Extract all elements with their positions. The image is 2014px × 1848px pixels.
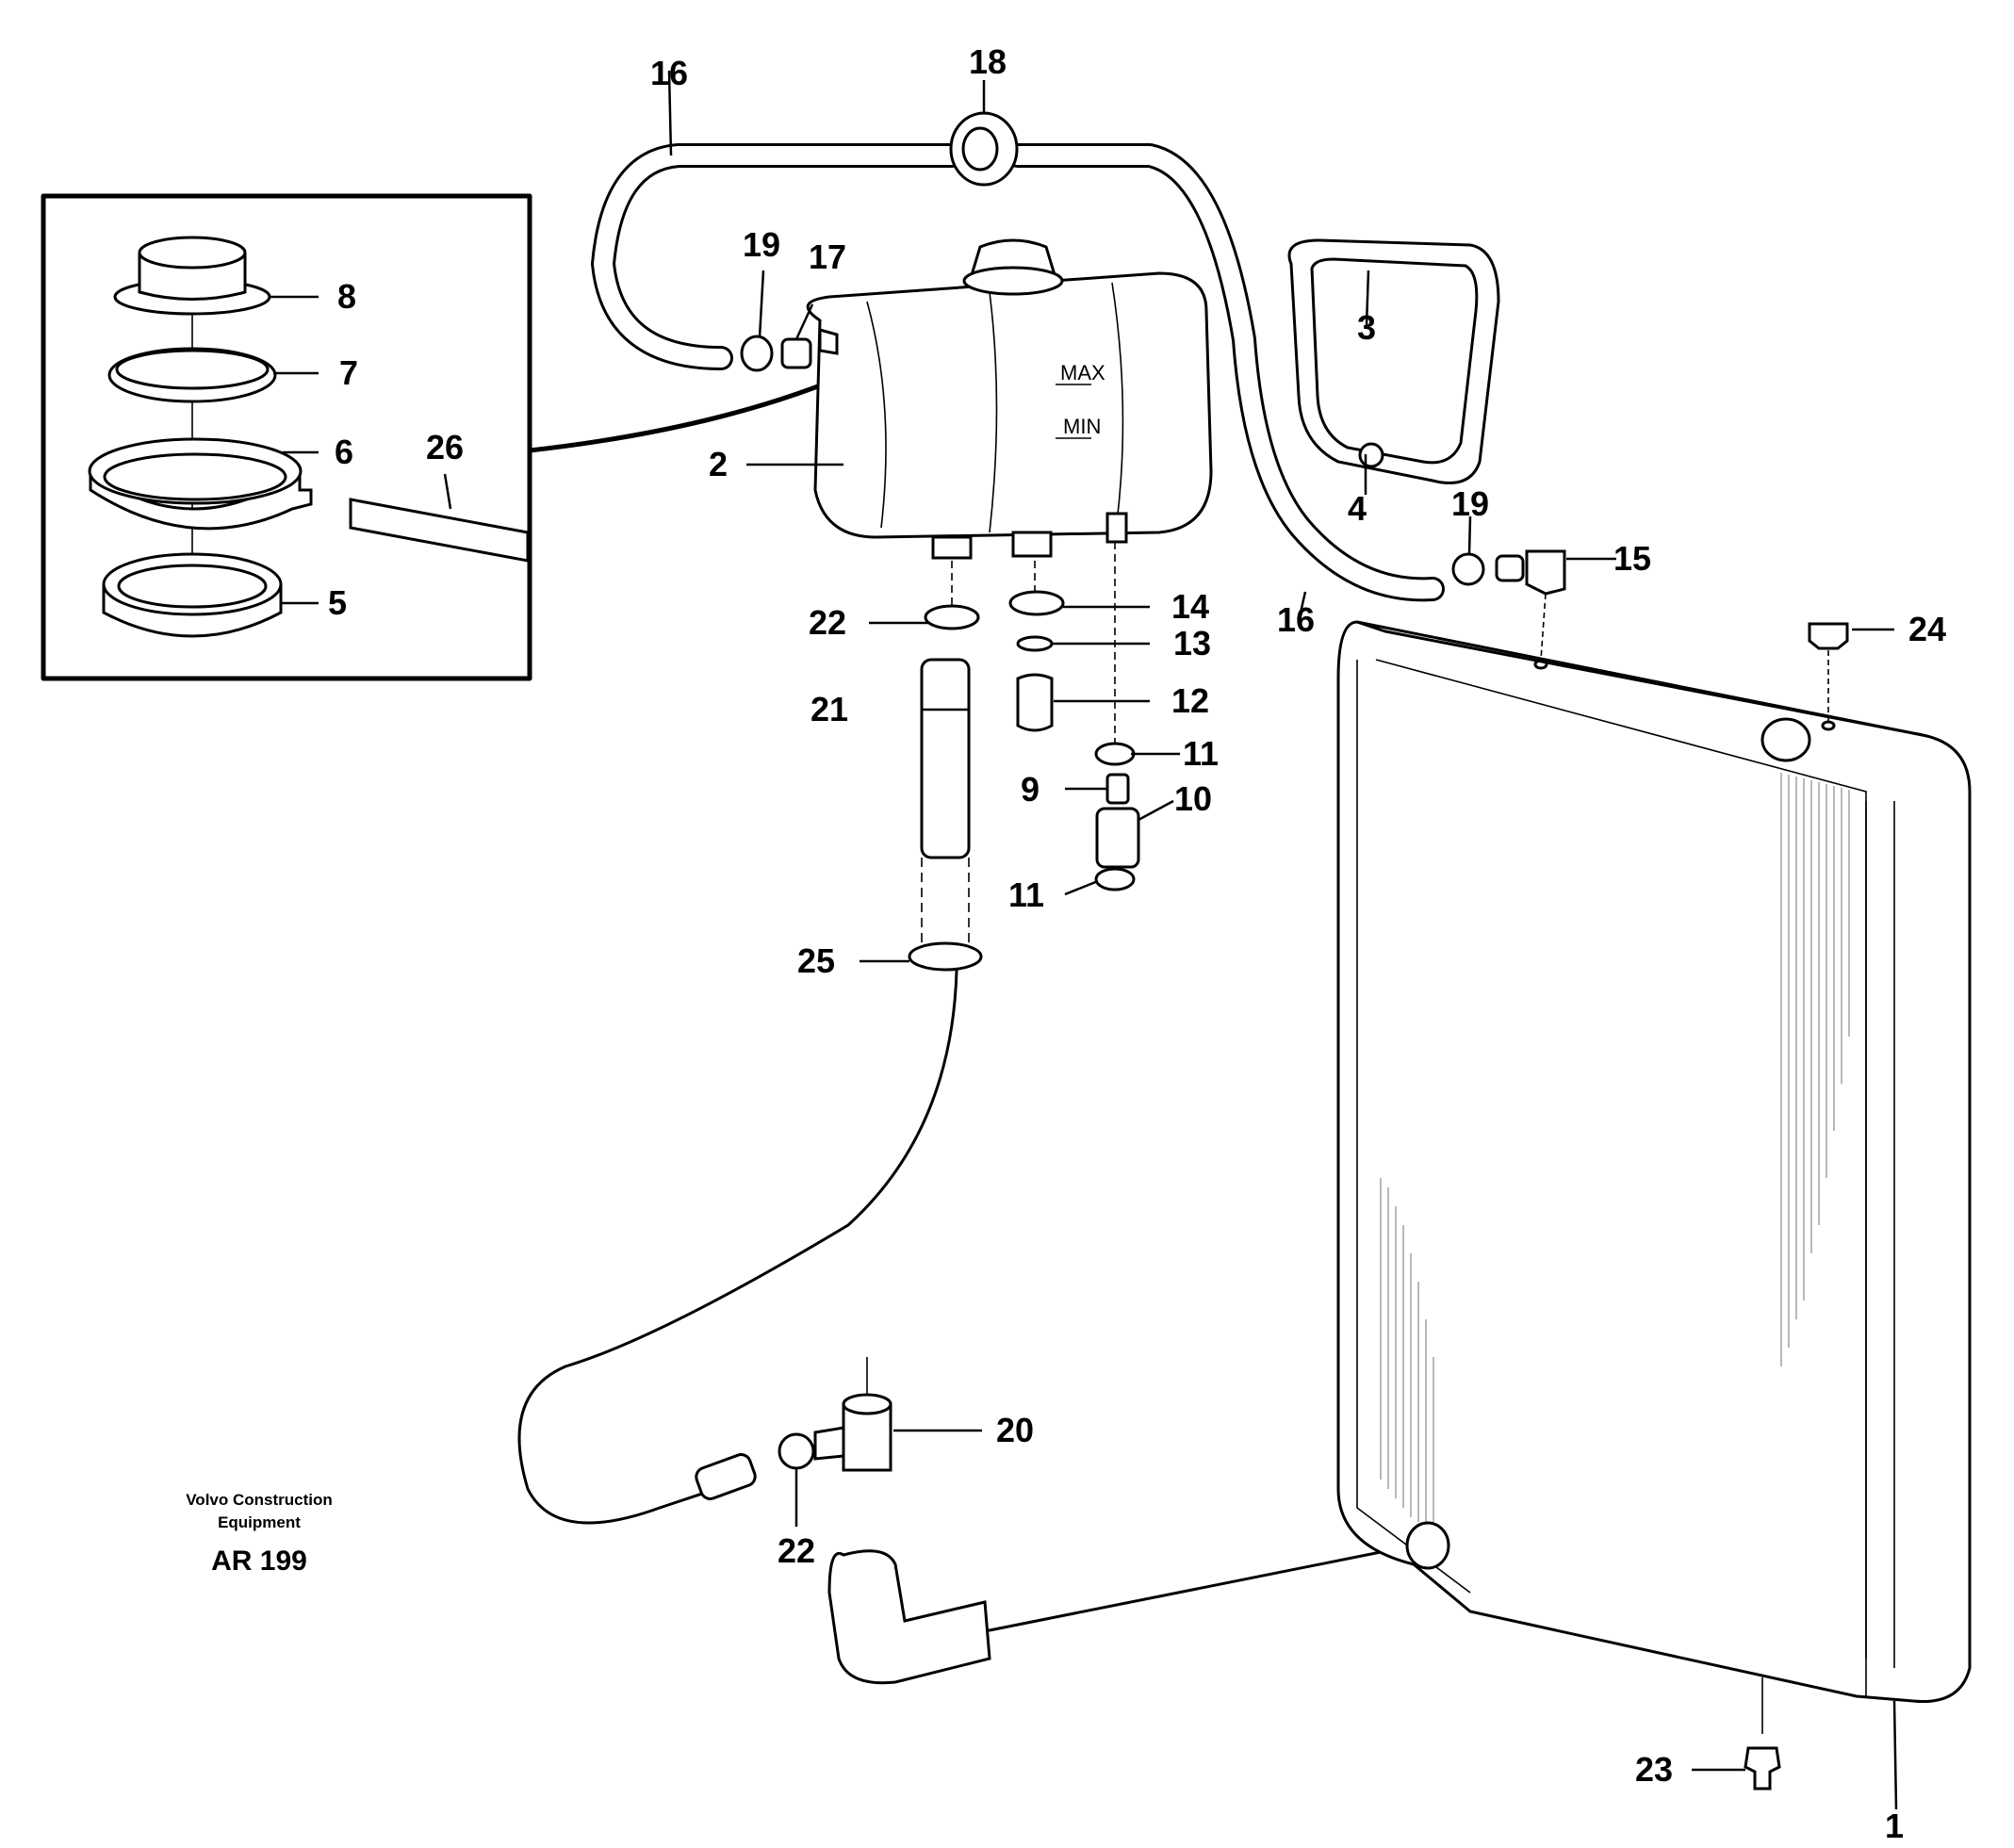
callout-13: 13	[1173, 624, 1211, 662]
callout-19-right: 19	[1451, 484, 1489, 523]
callout-24: 24	[1908, 610, 1946, 648]
callout-6: 6	[335, 433, 353, 471]
callout-4: 4	[1348, 489, 1367, 528]
max-mark: MAX	[1060, 361, 1105, 384]
radiator	[1336, 620, 1972, 1734]
callout-25: 25	[797, 941, 835, 980]
publisher-name: Volvo Construction	[186, 1491, 333, 1509]
lower-ring-part	[102, 552, 283, 638]
connector-nipple	[780, 337, 812, 369]
grommet-part	[949, 111, 1019, 187]
tee-fitting	[778, 1357, 892, 1472]
illustration-reference-code: AR 199	[211, 1545, 307, 1577]
strap-nut	[1358, 442, 1384, 468]
callout-16-top: 16	[650, 54, 688, 92]
callout-23: 23	[1635, 1750, 1673, 1789]
flange-part	[88, 437, 313, 531]
callout-15: 15	[1613, 539, 1651, 578]
callout-26: 26	[426, 428, 464, 466]
detail-inset	[41, 193, 532, 681]
callout-18: 18	[969, 42, 1007, 81]
callout-17: 17	[809, 237, 846, 276]
callout-7: 7	[339, 353, 358, 392]
drain-plug-part	[1744, 1746, 1781, 1791]
feed-hose-assembly	[517, 658, 983, 1525]
publisher-name-line2: Equipment	[218, 1513, 301, 1531]
callout-11-lower: 11	[1008, 875, 1044, 914]
callout-labels: 1 2 3 4 5 6 7 8 9 10 11 11 12 13 14 15 1…	[328, 42, 1946, 1845]
callout-1: 1	[1885, 1807, 1904, 1845]
callout-8: 8	[337, 277, 356, 316]
callout-11-upper: 11	[1183, 734, 1219, 773]
seal-ring-part	[107, 347, 277, 403]
callout-16-right: 16	[1277, 600, 1315, 639]
radiator-core-fins	[1380, 773, 1850, 1531]
callout-2: 2	[709, 445, 728, 483]
expansion-tank: MAX MIN	[806, 238, 1213, 560]
callout-10: 10	[1174, 779, 1212, 818]
callout-22-lower: 22	[778, 1531, 815, 1570]
upper-vent-hose	[591, 111, 1445, 602]
filler-cap-part	[113, 236, 271, 316]
leader-lines	[270, 70, 1898, 1810]
callout-21: 21	[811, 690, 848, 728]
callout-14: 14	[1171, 587, 1209, 626]
min-mark: MIN	[1063, 415, 1101, 438]
top-plug-part	[1808, 622, 1849, 650]
callout-20: 20	[996, 1411, 1034, 1449]
lower-radiator-hose	[827, 1544, 1416, 1685]
callout-12: 12	[1171, 681, 1209, 720]
callout-3: 3	[1357, 308, 1376, 347]
callout-5: 5	[328, 583, 347, 622]
outlet-fittings	[924, 542, 1140, 891]
hose-clip-left	[740, 335, 774, 372]
temperature-sensor-fitting	[1451, 549, 1566, 661]
callout-22-upper: 22	[809, 603, 846, 642]
callout-19-left: 19	[743, 225, 780, 264]
tank-strap	[1287, 238, 1500, 484]
callout-9: 9	[1021, 770, 1040, 809]
